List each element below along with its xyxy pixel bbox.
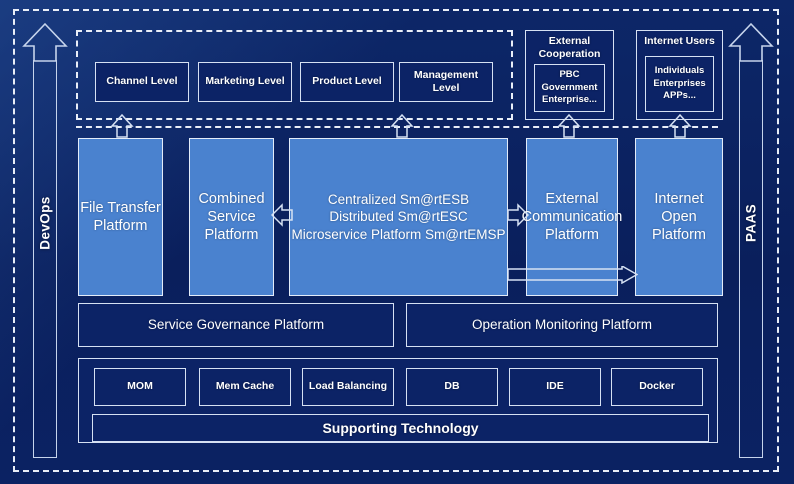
internet-users-group[interactable]: Internet Users Individuals Enterprises A… [636,30,723,120]
arrow-left-to-combined-icon [271,203,293,227]
level-box-management[interactable]: Management Level [399,62,493,102]
platform-combined-service[interactable]: Combined Service Platform [189,138,274,296]
paas-label: PAAS [743,203,759,242]
tech-box-load-balancing[interactable]: Load Balancing [302,368,394,406]
level-box-product[interactable]: Product Level [300,62,394,102]
level-box-marketing[interactable]: Marketing Level [198,62,292,102]
devops-label: DevOps [37,195,53,250]
arrow-center-to-internet-open-icon [508,266,638,284]
tech-box-mom[interactable]: MOM [94,368,186,406]
external-cooperation-group[interactable]: External Cooperation PBC Government Ente… [525,30,614,120]
up-arrow-external-communication [557,114,581,138]
paas-arrow: PAAS [728,22,774,458]
levels-group [76,30,513,120]
platform-file-transfer[interactable]: File Transfer Platform [78,138,163,296]
outer-dashed-frame [13,9,779,472]
devops-arrow-shaft [33,60,57,458]
tech-box-ide[interactable]: IDE [509,368,601,406]
operation-monitoring-platform[interactable]: Operation Monitoring Platform [406,303,718,347]
up-arrow-internet-open [668,114,692,138]
external-cooperation-inner: PBC Government Enterprise... [534,64,605,112]
up-arrow-file-transfer [110,114,134,138]
tech-box-mem-cache[interactable]: Mem Cache [199,368,291,406]
internet-users-inner: Individuals Enterprises APPs... [645,56,714,112]
level-box-channel[interactable]: Channel Level [95,62,189,102]
service-governance-platform[interactable]: Service Governance Platform [78,303,394,347]
paas-arrow-shaft [739,60,763,458]
arrow-right-to-external-icon [507,203,529,227]
external-cooperation-title: External Cooperation [538,35,601,61]
supporting-technology-bar[interactable]: Supporting Technology [92,414,709,442]
internet-users-title: Internet Users [644,35,715,47]
up-arrow-center-platform [390,114,414,138]
paas-arrowhead-icon [728,22,774,62]
devops-arrow: DevOps [22,22,68,458]
tech-box-docker[interactable]: Docker [611,368,703,406]
tech-box-db[interactable]: DB [406,368,498,406]
platform-internet-open[interactable]: Internet Open Platform [635,138,723,296]
devops-arrowhead-icon [22,22,68,62]
